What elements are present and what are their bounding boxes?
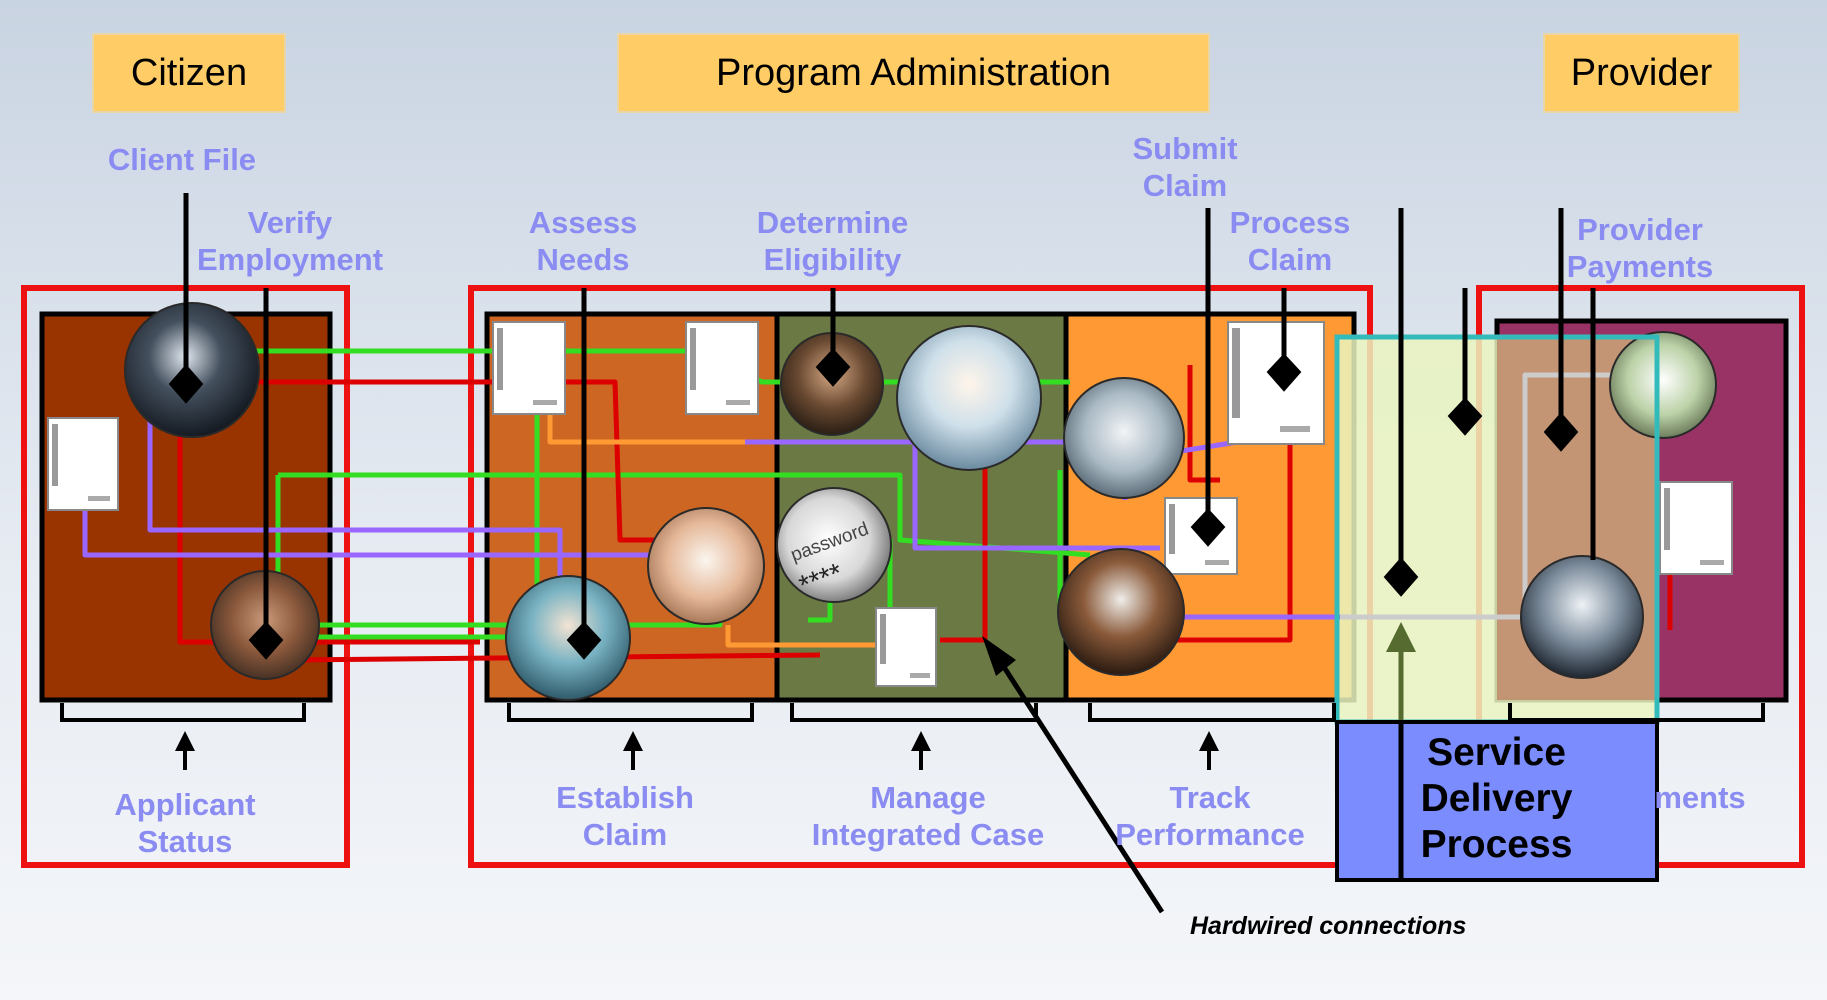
label-verify-employment: Verify Employment	[196, 205, 384, 277]
bracket	[790, 703, 1038, 722]
document-icon	[685, 321, 759, 415]
service-up-arrow	[1386, 622, 1416, 720]
bracket-arrows	[60, 703, 1765, 770]
document-icon	[1227, 321, 1325, 445]
document-icon	[1659, 481, 1733, 575]
connector-diamond	[566, 621, 602, 660]
label-track-performance: Track Performance	[1115, 780, 1305, 852]
hardwired-connections-caption: Hardwired connections	[1190, 912, 1467, 940]
label-payments-partial: ments	[1654, 780, 1746, 815]
hardwired-pointer	[982, 636, 1165, 914]
signing-document-photo	[647, 507, 765, 625]
office-worker-photo	[505, 575, 631, 701]
document-icon	[875, 607, 937, 687]
label-manage-integrated-case: Manage Integrated Case	[811, 780, 1045, 852]
document-icon	[47, 417, 119, 511]
headset-agent-photo	[896, 325, 1042, 471]
header-citizen: Citizen	[92, 33, 286, 113]
connection-orange	[725, 625, 875, 648]
header-program-administration: Program Administration	[617, 33, 1210, 113]
password-photo: password ****	[776, 487, 892, 603]
bracket	[60, 703, 306, 722]
connector-diamond	[815, 348, 851, 387]
label-applicant-status: Applicant Status	[114, 787, 256, 859]
connection-gray	[1340, 372, 1620, 620]
connector-diamond	[1543, 412, 1579, 452]
businessman-photo	[124, 302, 260, 438]
bracket	[1508, 703, 1765, 722]
doctor-photo	[1609, 331, 1717, 439]
computer-office-photo	[1063, 377, 1185, 499]
connection-red	[245, 379, 680, 543]
label-provider-payments: Provider Payments	[1566, 212, 1714, 284]
label-establish-claim: Establish Claim	[556, 780, 694, 852]
label-process-claim: Process Claim	[1229, 205, 1351, 277]
label-determine-eligibility: Determine Eligibility	[756, 205, 909, 277]
connection-red	[177, 400, 480, 645]
connector-diamond	[168, 364, 204, 404]
bracket	[1088, 703, 1336, 722]
service-delivery-process-box	[1335, 720, 1659, 882]
connector-diamond	[1447, 397, 1483, 436]
connector-diamond	[1383, 557, 1419, 597]
connector-diamond	[1190, 508, 1226, 547]
bracket	[507, 703, 754, 722]
service-delivery-process-label: Service Delivery Process	[1420, 731, 1573, 866]
connection-purple	[912, 430, 1160, 551]
document-icon	[492, 321, 566, 415]
label-connectors	[168, 193, 1596, 880]
document-icons	[47, 321, 1733, 687]
header-provider: Provider	[1543, 33, 1740, 113]
handshake-meeting-photo	[1520, 555, 1644, 679]
connector-diamond	[248, 621, 284, 660]
connector-diamond	[1266, 353, 1302, 392]
photo-circles: password ****	[124, 302, 1717, 701]
label-assess-needs: Assess Needs	[528, 205, 638, 277]
label-submit-claim: Submit Claim	[1132, 131, 1238, 203]
call-center-agent-photo	[1057, 548, 1185, 676]
label-client-file: Client File	[107, 142, 257, 177]
